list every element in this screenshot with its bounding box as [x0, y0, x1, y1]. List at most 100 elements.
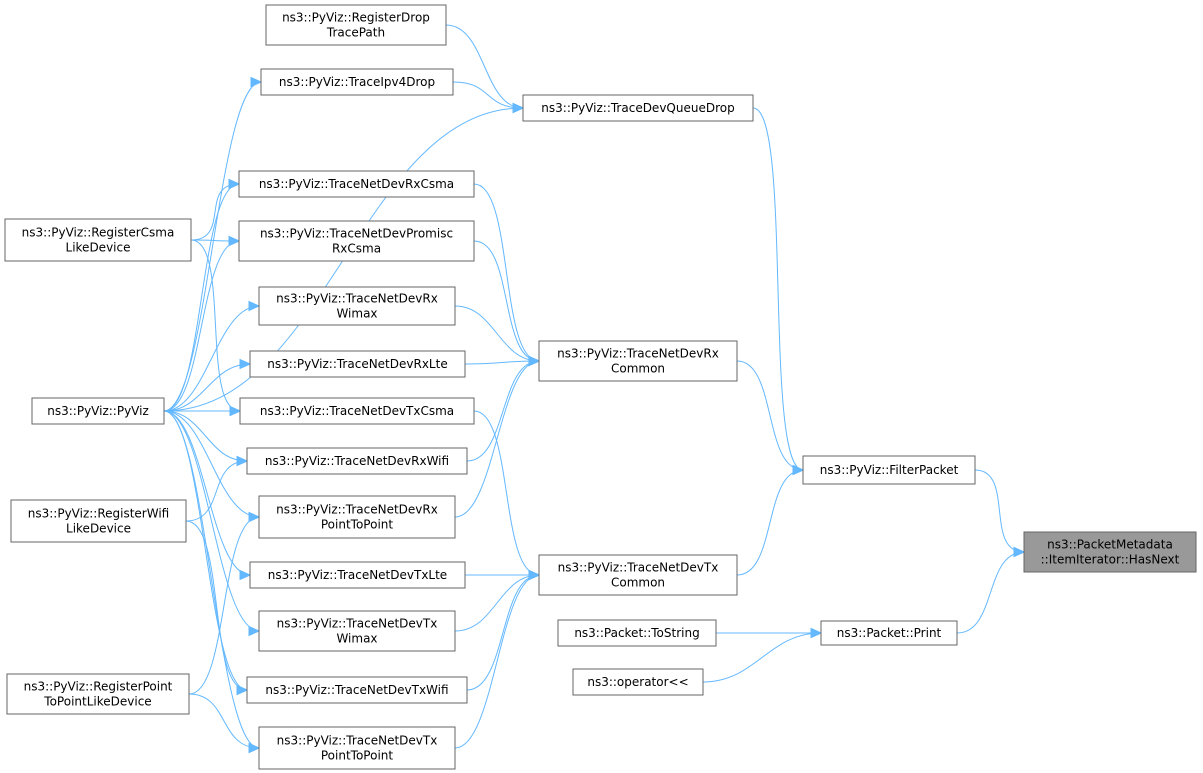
- edge-rxWimax-to-rxCommon: [454, 305, 541, 367]
- node-label-line: Common: [611, 362, 665, 376]
- edge-line: [163, 410, 260, 518]
- node-label-line: ns3::PyViz::TraceNetDevTx: [558, 561, 719, 575]
- edge-pyviz-to-rxWimax: [163, 300, 261, 412]
- node-regP2P[interactable]: ns3::PyViz::RegisterPointToPointLikeDevi…: [6, 673, 190, 715]
- edge-regP2P-to-txP2P: [188, 693, 261, 754]
- edge-pyviz-to-ipv4Drop: [163, 76, 263, 412]
- node-box: [238, 170, 475, 198]
- edge-line: [454, 574, 540, 632]
- edge-line: [736, 469, 804, 576]
- node-rxCsma[interactable]: ns3::PyViz::TraceNetDevRxCsma: [238, 170, 475, 198]
- node-txWifi[interactable]: ns3::PyViz::TraceNetDevTxWifi: [246, 676, 468, 704]
- node-box: [10, 499, 187, 543]
- edge-pyviz-to-txCsma: [163, 405, 242, 417]
- node-rxLte[interactable]: ns3::PyViz::TraceNetDevRxLte: [249, 350, 466, 378]
- node-label-line: ns3::PyViz::TraceNetDevTx: [277, 734, 438, 748]
- edge-toString-to-print: [716, 627, 823, 639]
- edge-line: [188, 693, 260, 749]
- node-box: [249, 350, 466, 378]
- node-label-line: ns3::PacketMetadata: [1047, 538, 1173, 552]
- node-label-line: ns3::PyViz::RegisterPoint: [24, 680, 173, 694]
- edge-print-to-root: [956, 546, 1026, 634]
- edge-arrowhead: [239, 358, 252, 370]
- node-label-line: ns3::PyViz::TraceNetDevRx: [276, 503, 438, 517]
- edge-line: [163, 410, 260, 632]
- node-label-line: ns3::PyViz::TraceNetDevRxCsma: [259, 177, 454, 191]
- node-label-line: ToPointLikeDevice: [43, 695, 151, 709]
- edge-line: [473, 240, 540, 362]
- node-rxWifi[interactable]: ns3::PyViz::TraceNetDevRxWifi: [246, 447, 468, 475]
- edge-rxCommon-to-filterPacket: [736, 360, 805, 476]
- node-txCsma[interactable]: ns3::PyViz::TraceNetDevTxCsma: [239, 397, 475, 425]
- edge-arrowhead: [1013, 546, 1026, 558]
- edge-arrowhead: [248, 511, 261, 523]
- node-label-line: ns3::PyViz::TraceNetDevRx: [276, 292, 438, 306]
- edge-pyviz-to-txLte: [163, 410, 252, 581]
- node-label-line: PointToPoint: [321, 518, 394, 532]
- node-box: [802, 455, 976, 485]
- node-operatorLL[interactable]: ns3::operator<<: [572, 668, 704, 696]
- edge-line: [163, 410, 251, 576]
- node-label-line: ns3::PyViz::TraceNetDevRx: [557, 347, 719, 361]
- edge-filterPacket-to-root: [974, 469, 1026, 558]
- node-label-line: PointToPoint: [321, 749, 394, 763]
- node-box: [572, 668, 704, 696]
- node-label-line: ns3::PyViz::RegisterDrop: [282, 11, 430, 25]
- node-label-line: RxCsma: [332, 242, 381, 256]
- edge-line: [163, 410, 260, 749]
- node-root[interactable]: ns3::PacketMetadata::ItemIterator::HasNe…: [1023, 531, 1197, 573]
- node-label-line: ns3::PyViz::RegisterCsma: [22, 226, 175, 240]
- edge-regWifi-to-txWifi: [185, 520, 249, 696]
- node-label-line: LikeDevice: [66, 522, 131, 536]
- node-print[interactable]: ns3::Packet::Print: [820, 620, 958, 646]
- edge-arrowhead: [248, 300, 261, 312]
- edge-operatorLL-to-print: [702, 627, 823, 683]
- node-box: [260, 68, 454, 96]
- edge-line: [736, 360, 804, 471]
- edge-line: [702, 632, 822, 683]
- edge-line: [473, 410, 540, 576]
- edge-pyviz-to-rxCsma: [163, 178, 241, 412]
- node-label-line: ns3::PyViz::TraceNetDevTx: [277, 617, 438, 631]
- edge-pyviz-to-promisc: [163, 235, 241, 412]
- node-box: [249, 561, 466, 589]
- edge-regP2P-to-rxP2P: [188, 511, 261, 695]
- edge-pyviz-to-txWimax: [163, 410, 261, 637]
- node-label-line: ns3::PyViz::TraceNetDevTxLte: [268, 568, 447, 582]
- node-box: [4, 218, 192, 262]
- edge-line: [466, 360, 540, 462]
- node-queueDrop[interactable]: ns3::PyViz::TraceDevQueueDrop: [522, 94, 754, 122]
- node-label-line: ns3::PyViz::TraceNetDevRxLte: [267, 357, 447, 371]
- node-pyviz[interactable]: ns3::PyViz::PyViz: [31, 397, 165, 425]
- edge-txP2P-to-txCommon: [454, 569, 541, 749]
- node-txLte[interactable]: ns3::PyViz::TraceNetDevTxLte: [249, 561, 466, 589]
- edge-arrowhead: [236, 455, 249, 467]
- edge-line: [454, 574, 540, 749]
- node-label-line: TracePath: [326, 26, 385, 40]
- node-label-line: ns3::PyViz::TraceNetDevRxWifi: [265, 454, 449, 468]
- node-ipv4Drop[interactable]: ns3::PyViz::TraceIpv4Drop: [260, 68, 454, 96]
- node-box: [265, 4, 447, 46]
- node-label-line: ::ItemIterator::HasNext: [1041, 553, 1180, 567]
- edge-regWifi-to-rxWifi: [185, 455, 249, 522]
- node-filterPacket[interactable]: ns3::PyViz::FilterPacket: [802, 455, 976, 485]
- node-box: [557, 619, 717, 647]
- edge-arrowhead: [229, 405, 242, 417]
- edge-arrowhead: [792, 464, 805, 476]
- node-label-line: ns3::PyViz::TraceNetDevPromisc: [260, 227, 453, 241]
- edge-line: [163, 183, 240, 412]
- node-toString[interactable]: ns3::Packet::ToString: [557, 619, 717, 647]
- node-label-line: ns3::PyViz::FilterPacket: [820, 463, 959, 477]
- node-box: [258, 495, 456, 539]
